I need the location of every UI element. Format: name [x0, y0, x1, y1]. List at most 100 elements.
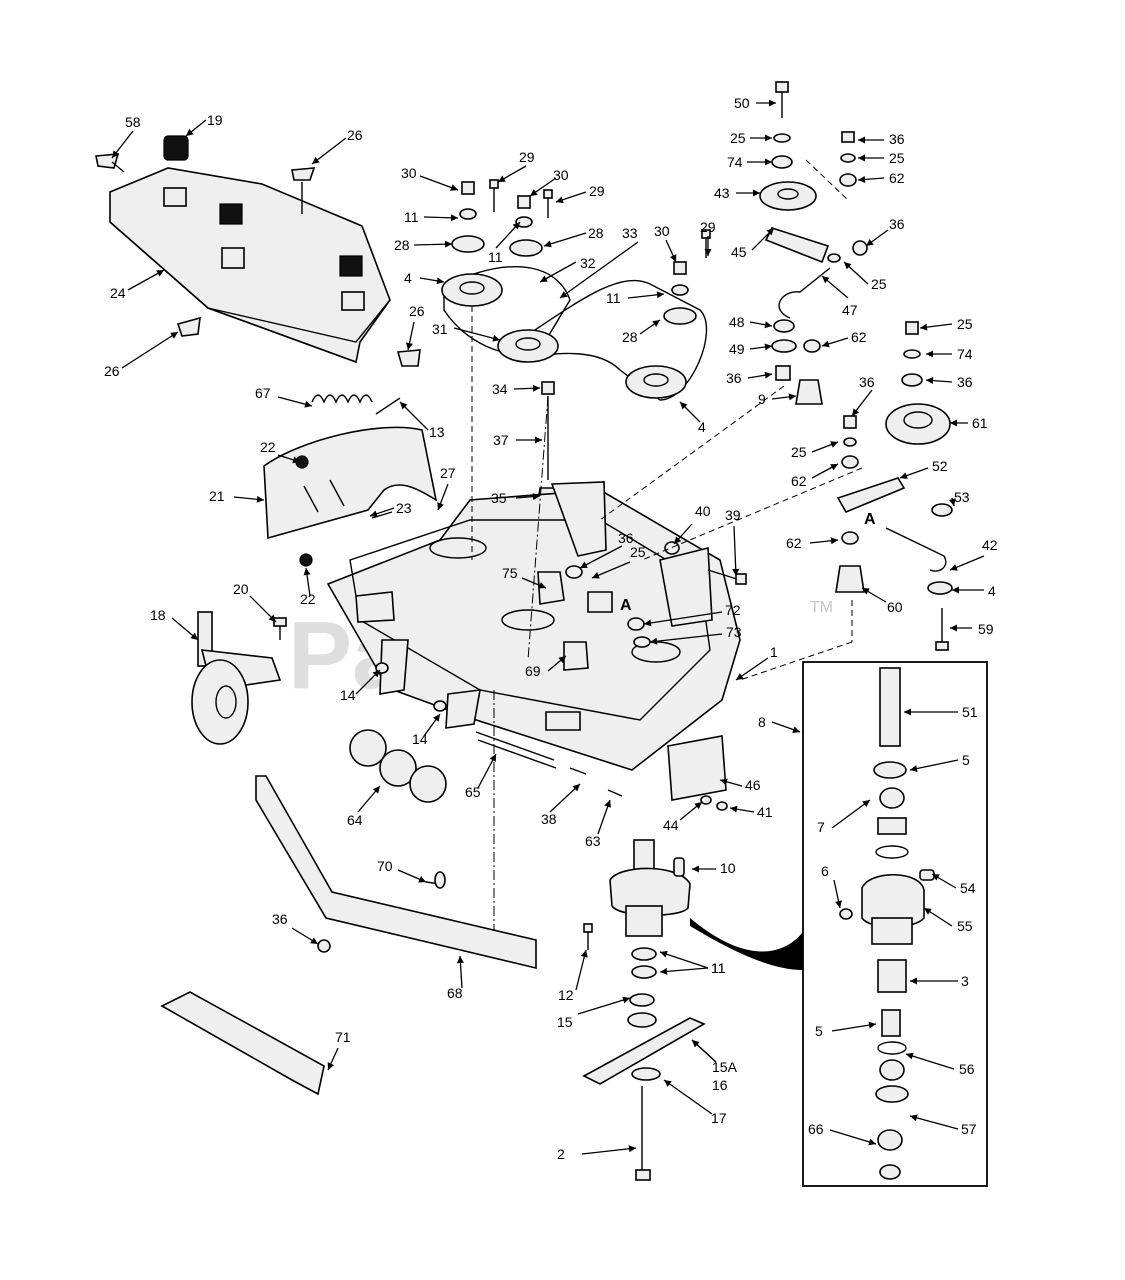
- callout-arrowhead-21: [256, 495, 264, 503]
- callout-label-51: 51: [962, 704, 978, 720]
- callout-label-17: 17: [711, 1110, 727, 1126]
- callout-arrowhead-67: [304, 400, 312, 408]
- callout-label-47: 47: [842, 302, 858, 318]
- callout-arrowhead-11: [656, 291, 664, 299]
- callout-label-52: 52: [932, 458, 948, 474]
- callout-arrowhead-4: [952, 586, 959, 594]
- callout-arrowhead-14: [372, 670, 380, 678]
- callout-label-61: 61: [972, 415, 988, 431]
- callout-leader-2: [581, 1147, 637, 1155]
- callout-label-68: 68: [447, 985, 463, 1001]
- callout-label-11: 11: [488, 249, 503, 265]
- callout-label-72: 72: [725, 602, 741, 618]
- pulley-4-left: [441, 273, 503, 307]
- bolt-23: [371, 511, 393, 519]
- callout-arrowhead-30: [669, 254, 677, 262]
- callout-arrowhead-47: [822, 276, 830, 284]
- callout-label-62: 62: [786, 535, 802, 551]
- callout-label-26: 26: [347, 127, 363, 143]
- belt-32-33: [443, 265, 708, 401]
- callout-label-73: 73: [726, 624, 742, 640]
- callout-label-25: 25: [791, 444, 807, 460]
- callout-leader-33: [559, 241, 639, 299]
- nut-22-bottom: [299, 553, 313, 567]
- callout-leader-26: [311, 137, 347, 165]
- callout-arrowhead-62: [858, 175, 866, 183]
- callout-label-38: 38: [541, 811, 557, 827]
- callout-arrowhead-68: [456, 956, 464, 964]
- plate-71: [160, 991, 325, 1096]
- nut-41: [716, 801, 728, 811]
- callout-leader-57: [909, 1115, 959, 1130]
- callout-arrowhead-4: [436, 277, 444, 285]
- callout-arrowhead-25: [830, 441, 838, 448]
- callout-label-19: 19: [207, 112, 223, 128]
- callout-label-14: 14: [412, 731, 428, 747]
- callout-label-62: 62: [851, 329, 867, 345]
- callout-arrowhead-22: [303, 568, 311, 576]
- callout-label-69: 69: [525, 663, 541, 679]
- callout-arrowhead-40: [674, 536, 682, 544]
- callout-label-36: 36: [618, 530, 634, 546]
- callout-label-16: 16: [712, 1077, 728, 1093]
- deck-cover-24: [109, 167, 391, 364]
- callout-label-31: 31: [432, 321, 448, 337]
- bolt-20: [273, 617, 287, 640]
- callout-label-12: 12: [558, 987, 574, 1003]
- washer-73: [633, 636, 651, 648]
- callout-label-54: 54: [960, 880, 976, 896]
- callout-arrowhead-53: [948, 498, 956, 506]
- bolt-17: [635, 1086, 651, 1181]
- callout-label-15A: 15A: [712, 1059, 738, 1075]
- callout-arrowhead-26: [170, 332, 178, 339]
- callout-label-71: 71: [335, 1029, 351, 1045]
- callout-leader-11: [659, 951, 709, 969]
- callout-arrowhead-36: [926, 377, 934, 385]
- callout-arrowhead-16: [692, 1040, 700, 1048]
- callout-leader-72: [643, 611, 723, 625]
- discharge-shield-21: [263, 426, 438, 540]
- callout-arrowhead-30: [450, 184, 458, 191]
- callout-arrowhead-20: [268, 614, 276, 622]
- callout-label-21: 21: [209, 488, 225, 504]
- callout-label-53: 53: [954, 489, 970, 505]
- callout-label-36: 36: [859, 374, 875, 390]
- callout-leader-5: [909, 759, 959, 771]
- callout-label-28: 28: [588, 225, 604, 241]
- callout-arrowhead-29: [498, 175, 506, 182]
- callout-label-40: 40: [695, 503, 711, 519]
- callout-arrowhead-19: [186, 128, 194, 136]
- bolt-38: [569, 767, 587, 775]
- callout-arrowhead-26: [406, 342, 413, 350]
- callout-arrowhead-25: [920, 323, 928, 331]
- callout-arrowhead-36: [580, 561, 588, 568]
- callout-label-30: 30: [401, 165, 417, 181]
- bushing-14-b: [433, 700, 447, 712]
- callout-label-35: 35: [491, 490, 507, 506]
- callout-arrowhead-43: [753, 189, 760, 197]
- callout-arrowhead-36: [764, 371, 772, 379]
- pulley-4-right: [625, 365, 687, 399]
- callout-label-23: 23: [396, 500, 412, 516]
- callout-label-11: 11: [711, 960, 726, 976]
- callout-arrowhead-64: [372, 786, 380, 794]
- knob-19: [163, 135, 189, 161]
- callout-arrowhead-62: [830, 464, 838, 471]
- reference-mark-a-right: A: [864, 511, 876, 528]
- callout-label-36: 36: [726, 370, 742, 386]
- callout-leader-73: [649, 633, 723, 643]
- callout-label-30: 30: [654, 223, 670, 239]
- callout-leader-56: [905, 1053, 955, 1070]
- callout-leader-39: [733, 525, 737, 577]
- callout-arrowhead-27: [437, 502, 444, 510]
- callout-arrowhead-28: [544, 240, 552, 248]
- callout-label-28: 28: [394, 237, 410, 253]
- callout-label-44: 44: [663, 817, 679, 833]
- callout-arrowhead-22: [292, 456, 300, 464]
- baffle-46: [667, 735, 727, 801]
- callout-arrowhead-42: [950, 564, 958, 571]
- blade-15: [582, 1017, 706, 1085]
- callout-leader-66: [829, 1129, 877, 1145]
- callout-arrowhead-32: [540, 275, 548, 282]
- callout-arrowhead-62: [822, 340, 830, 348]
